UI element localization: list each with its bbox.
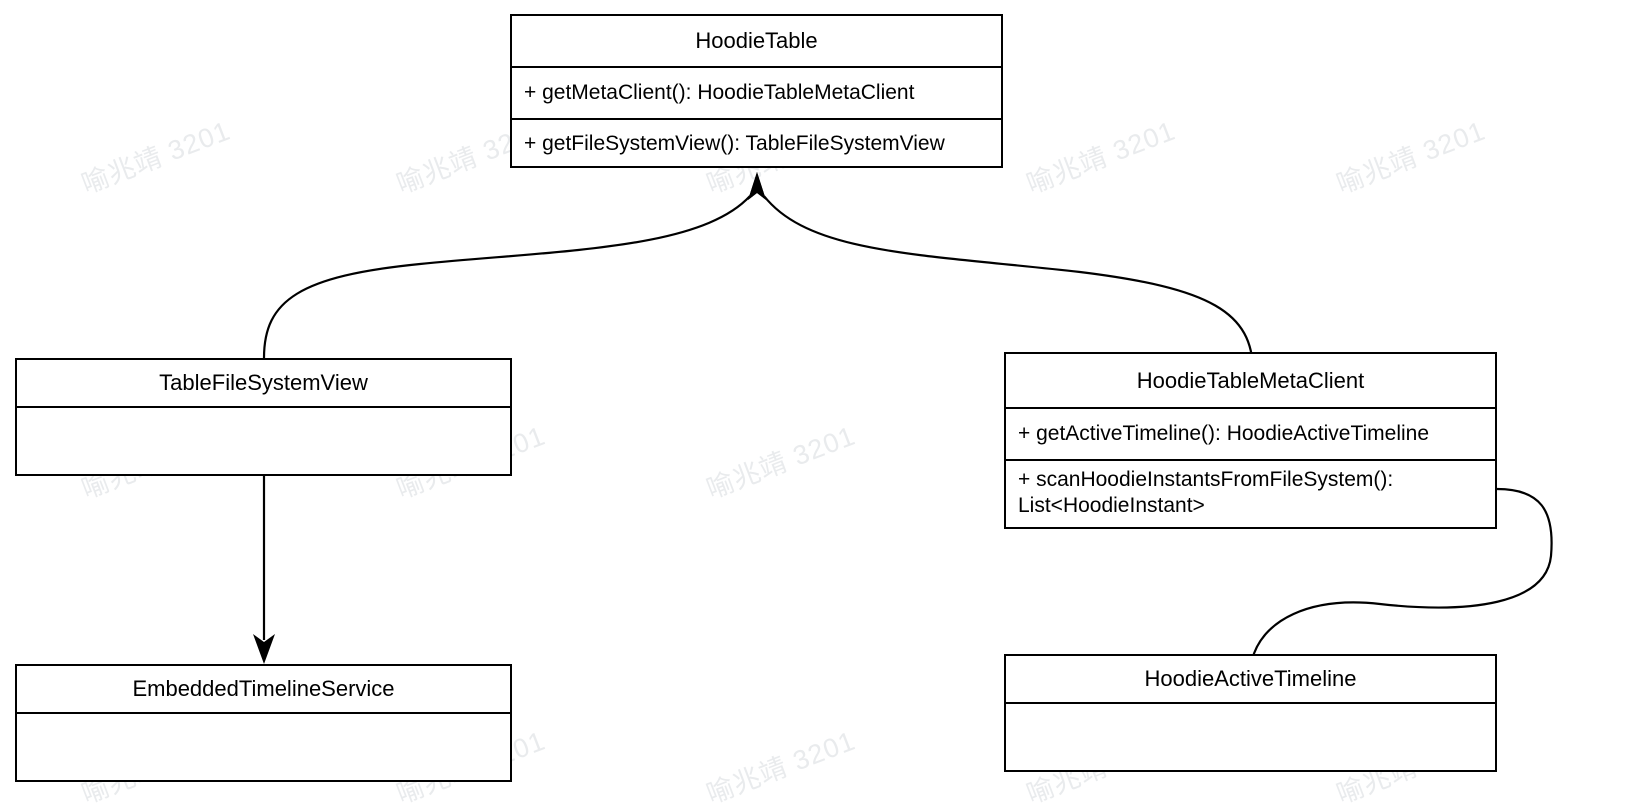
class-member	[1006, 704, 1495, 768]
class-box-hoodie-active-timeline[interactable]: HoodieActiveTimeline	[1004, 654, 1497, 772]
class-members-table-file-system-view	[17, 406, 510, 474]
watermark-text: 喻兆靖 3201	[1332, 115, 1490, 200]
class-member: + scanHoodieInstantsFromFileSystem(): Li…	[1006, 459, 1495, 525]
class-member: + getFileSystemView(): TableFileSystemVi…	[512, 118, 1001, 168]
watermark-text: 喻兆靖 3201	[702, 725, 860, 810]
class-box-hoodie-table-meta-client[interactable]: HoodieTableMetaClient + getActiveTimelin…	[1004, 352, 1497, 529]
watermark-text: 喻兆靖 3201	[1022, 115, 1180, 200]
class-member	[17, 408, 510, 472]
class-title-embedded-timeline-service: EmbeddedTimelineService	[132, 676, 395, 701]
watermark-text: 喻兆靖 3201	[702, 420, 860, 505]
class-member: + getActiveTimeline(): HoodieActiveTimel…	[1018, 422, 1430, 446]
class-title-hoodie-table: HoodieTable	[695, 28, 818, 53]
edge-tfsv-to-hoodietable	[262, 172, 766, 359]
class-title-hoodie-active-timeline: HoodieActiveTimeline	[1144, 666, 1357, 691]
edge-htmc-to-hoodietable	[748, 172, 1255, 373]
class-members-hoodie-active-timeline	[1006, 702, 1495, 770]
watermark-text: 喻兆靖 3201	[77, 115, 235, 200]
class-title-hoodie-table-meta-client: HoodieTableMetaClient	[1136, 367, 1365, 393]
class-box-table-file-system-view[interactable]: TableFileSystemView	[15, 358, 512, 476]
class-member	[17, 714, 510, 778]
class-members-hoodie-table: + getMetaClient(): HoodieTableMetaClient…	[512, 66, 1001, 166]
class-box-embedded-timeline-service[interactable]: EmbeddedTimelineService	[15, 664, 512, 782]
class-members-embedded-timeline-service	[17, 712, 510, 780]
class-members-hoodie-table-meta-client: + getActiveTimeline(): HoodieActiveTimel…	[1006, 407, 1495, 527]
class-member: + getMetaClient(): HoodieTableMetaClient	[524, 81, 915, 105]
edge-tfsv-to-ets	[253, 476, 275, 664]
class-box-hoodie-table[interactable]: HoodieTable + getMetaClient(): HoodieTab…	[510, 14, 1003, 168]
class-title-table-file-system-view: TableFileSystemView	[159, 370, 368, 395]
